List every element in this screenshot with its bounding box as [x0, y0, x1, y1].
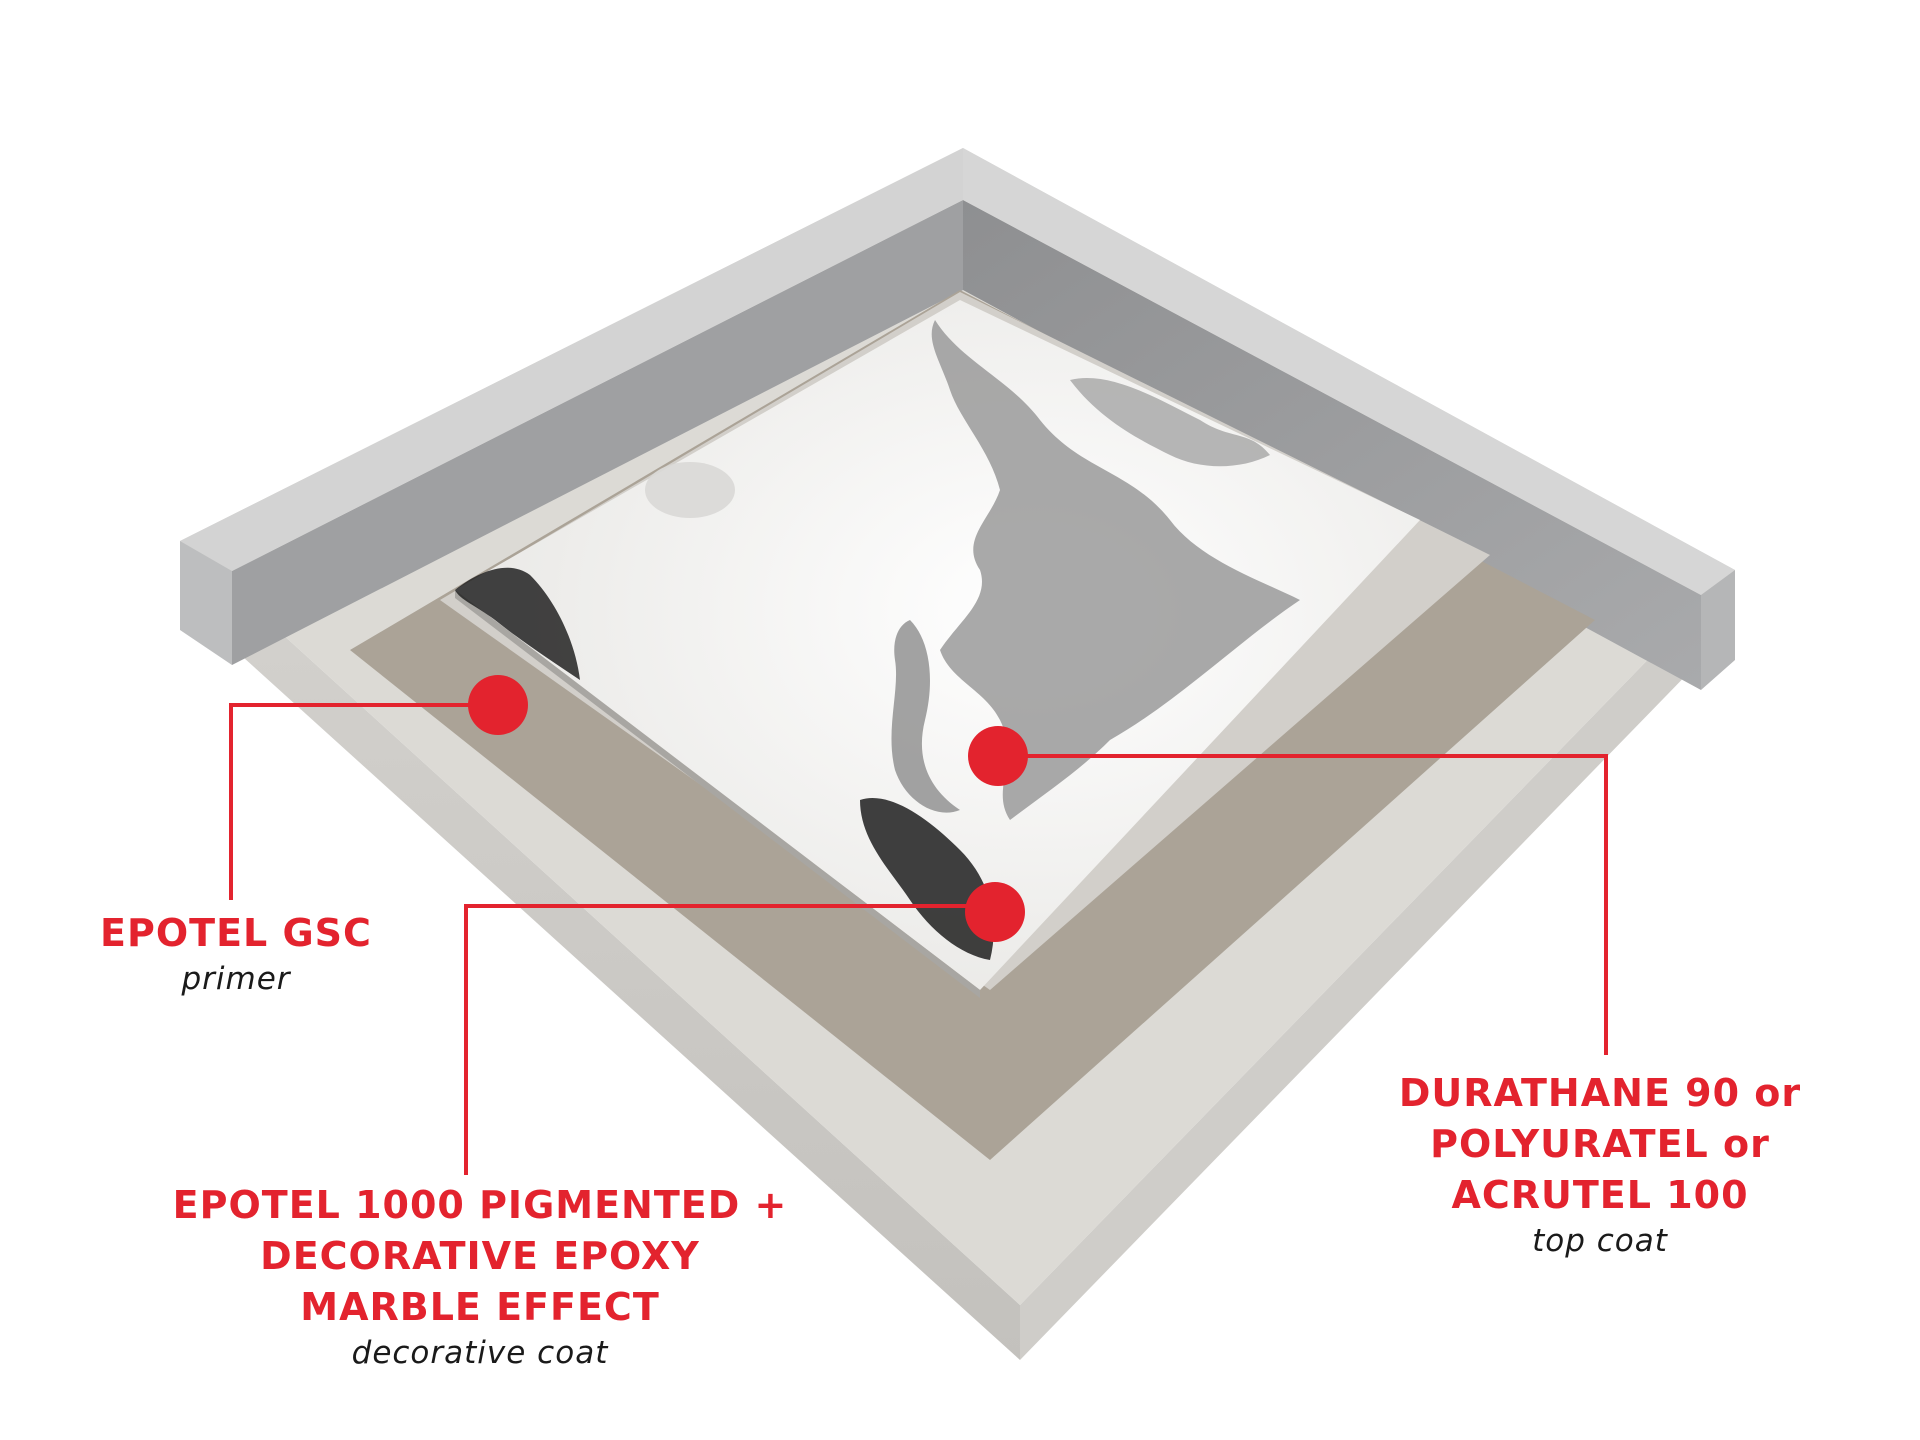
decorative-label-title-line-1: EPOTEL 1000 PIGMENTED +: [172, 1183, 788, 1227]
primer-label-title: EPOTEL GSC: [100, 911, 372, 955]
decorative-label-title-line-3: MARBLE EFFECT: [300, 1285, 660, 1329]
callout-dots: [468, 675, 1028, 942]
decorative-label: EPOTEL 1000 PIGMENTED + DECORATIVE EPOXY…: [160, 1180, 800, 1373]
marble-soft-shadow: [645, 462, 735, 518]
topcoat-label-title-line-3: ACRUTEL 100: [1451, 1173, 1749, 1217]
decorative-callout-dot: [965, 882, 1025, 942]
decorative-label-title-line-2: DECORATIVE EPOXY: [260, 1234, 700, 1278]
wall: [180, 148, 1735, 690]
marble-vein-dark-corner: [860, 798, 994, 960]
wall-right-inner-face: [963, 200, 1701, 690]
wall-top-left: [180, 148, 963, 571]
decorative-callout-line: [464, 904, 990, 1175]
decorative-label-subtitle: decorative coat: [351, 1335, 609, 1371]
topcoat-label-subtitle: top coat: [1532, 1223, 1668, 1259]
topcoat-label-title-line-1: DURATHANE 90 or: [1398, 1071, 1802, 1115]
concrete-base-left-side: [180, 541, 1020, 1360]
wall-top-right: [963, 148, 1735, 595]
marble-vein-large: [931, 320, 1300, 820]
primer-callout-dot: [468, 675, 528, 735]
primer-label-subtitle: primer: [181, 961, 291, 997]
wall-left-inner-face: [232, 200, 963, 665]
topcoat-callout-line: [990, 754, 1608, 1055]
wall-left-front-end: [180, 541, 232, 665]
marble-vein-upper: [1070, 378, 1270, 467]
marble-vein-mid: [891, 620, 960, 813]
topcoat-label: DURATHANE 90 or POLYURATEL or ACRUTEL 10…: [1370, 1068, 1830, 1261]
concrete-base-right-side: [1020, 570, 1735, 1360]
wall-right-front-end: [1701, 570, 1735, 690]
primer-callout-line: [229, 703, 498, 900]
marble-topcoat: [455, 300, 1420, 998]
primer-label: EPOTEL GSC primer: [76, 908, 396, 999]
marble-vein-dark-left: [455, 567, 580, 680]
marble-slab-edge: [455, 590, 980, 998]
topcoat-label-title-line-2: POLYURATEL or: [1430, 1122, 1770, 1166]
topcoat-callout-dot: [968, 726, 1028, 786]
callout-lines: [229, 703, 1608, 1175]
